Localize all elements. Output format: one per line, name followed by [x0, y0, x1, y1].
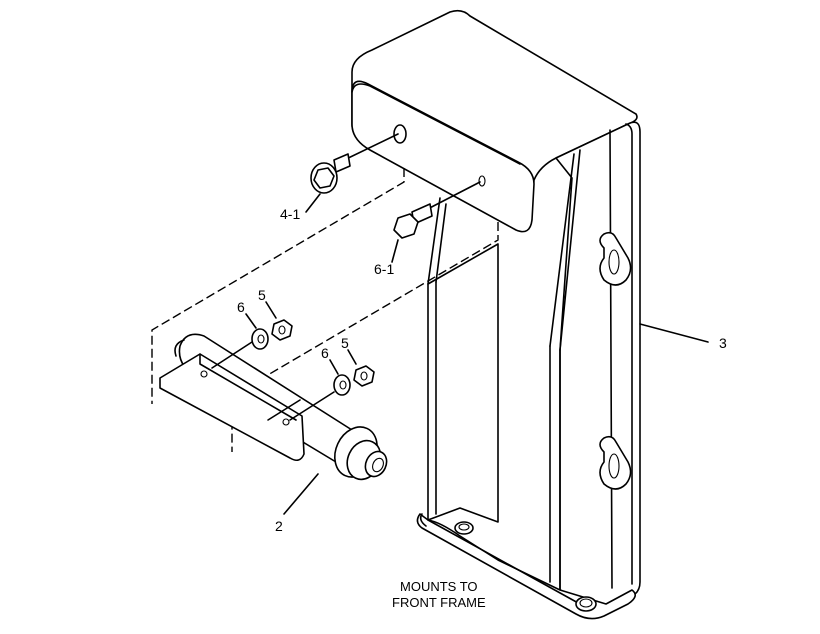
phantom-frame-upper: [151, 168, 405, 404]
leader-4-1: [305, 193, 321, 213]
bracket-base-plate: [416, 513, 636, 620]
leader-5-upper: [265, 301, 277, 319]
washer-6-upper: [251, 328, 269, 350]
hardware-set-lower: [267, 365, 375, 421]
bracket-top-front: [351, 80, 535, 233]
callout-6-upper: 6: [237, 299, 245, 315]
bolt-6-1-head: [393, 213, 419, 239]
leader-5-lower: [347, 349, 357, 365]
note-line-2: FRONT FRAME: [392, 595, 486, 610]
hardware-set-upper: [211, 319, 293, 369]
leader-3: [639, 323, 709, 343]
top-slot-hole: [393, 124, 407, 144]
leader-2: [283, 473, 319, 515]
nut-5-lower: [353, 365, 375, 387]
leader-6-lower: [329, 359, 339, 375]
callout-6-1: 6-1: [374, 261, 394, 277]
callout-6-lower: 6: [321, 345, 329, 361]
nut-5-upper: [271, 319, 293, 341]
sensor-body: [159, 333, 388, 481]
leader-6-upper: [245, 313, 257, 329]
bracket-left-channel: [427, 243, 499, 523]
back-plate-slot-upper: [599, 231, 632, 286]
bolt-4-1: [310, 133, 399, 194]
sensor-mounting-flange: [159, 353, 305, 462]
callout-4-1: 4-1: [280, 206, 300, 222]
note-line-1: MOUNTS TO: [400, 579, 478, 594]
callout-5-lower: 5: [341, 335, 349, 351]
callout-2: 2: [275, 518, 283, 534]
sensor-connector-pin: [364, 450, 388, 478]
back-plate-slot-lower: [599, 435, 632, 490]
mounting-bracket: [351, 9, 641, 620]
leader-6-1: [391, 239, 399, 263]
callout-5-upper: 5: [258, 287, 266, 303]
callout-3: 3: [719, 335, 727, 351]
bolt-6-1: [393, 181, 481, 239]
washer-6-lower: [333, 374, 351, 396]
top-small-hole: [478, 175, 486, 187]
